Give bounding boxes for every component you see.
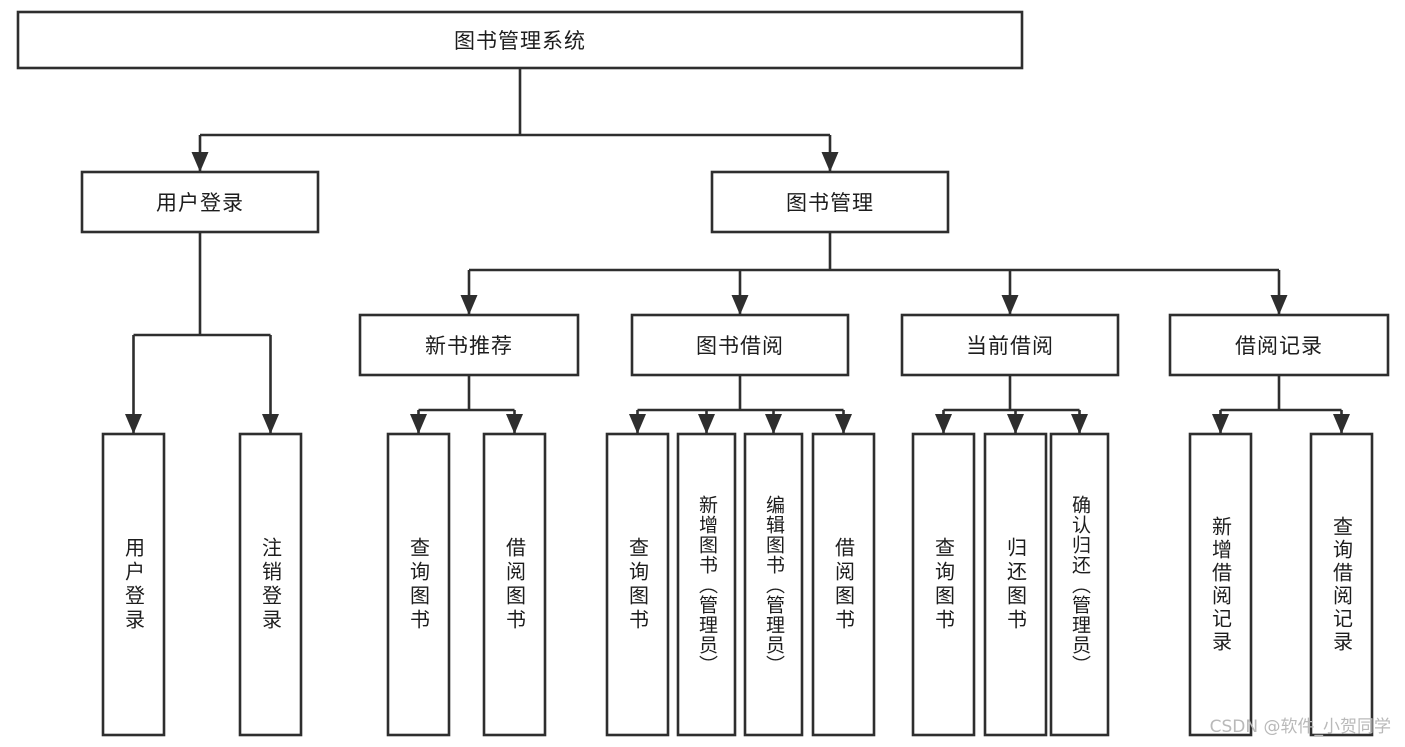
connector-layer	[125, 68, 1350, 434]
node-box-user-logout[interactable]	[238, 432, 303, 737]
node-box-confirm-return-admin[interactable]	[1049, 432, 1110, 737]
arrow-head-icon-edit-book-admin	[765, 414, 782, 434]
node-box-user-login[interactable]	[80, 170, 320, 234]
node-box-query-book-3[interactable]	[911, 432, 976, 737]
node-box-add-borrow-record[interactable]	[1188, 432, 1253, 737]
node-box-new-book-recommend[interactable]	[358, 313, 580, 377]
arrow-head-icon-user-login-do	[125, 414, 142, 434]
node-box-user-login-do[interactable]	[101, 432, 166, 737]
arrow-head-icon-query-book-1	[410, 414, 427, 434]
arrow-head-icon-confirm-return-admin	[1071, 414, 1088, 434]
arrow-head-icon-user-login	[191, 152, 209, 172]
arrow-head-icon-user-logout	[262, 414, 279, 434]
node-box-add-book-admin[interactable]	[676, 432, 737, 737]
arrow-head-icon-book-manage	[821, 152, 839, 172]
arrow-head-icon-borrow-book-1	[506, 414, 523, 434]
arrow-head-icon-add-borrow-record	[1212, 414, 1229, 434]
node-box-borrow-book-1[interactable]	[482, 432, 547, 737]
node-box-root[interactable]	[16, 10, 1024, 70]
arrow-head-icon-query-book-3	[935, 414, 952, 434]
arrow-head-icon-book-borrow	[731, 295, 749, 315]
node-box-query-book-1[interactable]	[386, 432, 451, 737]
arrow-head-icon-current-borrow	[1001, 295, 1019, 315]
arrow-head-icon-query-borrow-record	[1333, 414, 1350, 434]
arrow-head-icon-query-book-2	[629, 414, 646, 434]
node-box-edit-book-admin[interactable]	[743, 432, 804, 737]
node-box-borrow-record[interactable]	[1168, 313, 1390, 377]
arrow-head-icon-add-book-admin	[698, 414, 715, 434]
node-box-return-book[interactable]	[983, 432, 1048, 737]
arrow-head-icon-return-book	[1007, 414, 1024, 434]
arrow-head-icon-borrow-book-2	[835, 414, 852, 434]
node-box-query-borrow-record[interactable]	[1309, 432, 1374, 737]
box-layer	[16, 10, 1390, 737]
node-box-book-manage[interactable]	[710, 170, 950, 234]
node-box-book-borrow[interactable]	[630, 313, 850, 377]
arrow-head-icon-borrow-record	[1270, 295, 1288, 315]
arrow-head-icon-new-book-recommend	[460, 295, 478, 315]
node-box-borrow-book-2[interactable]	[811, 432, 876, 737]
node-box-query-book-2[interactable]	[605, 432, 670, 737]
node-box-current-borrow[interactable]	[900, 313, 1120, 377]
